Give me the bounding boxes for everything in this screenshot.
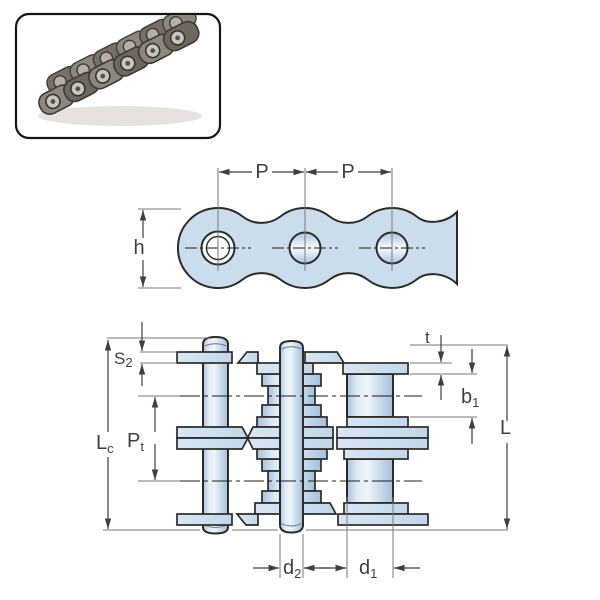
dimension-s2: S2 (114, 322, 146, 386)
pitch-label-2: P (341, 161, 354, 183)
pitch-dimension-2: P (306, 161, 391, 183)
extension-lines (107, 337, 508, 578)
dimension-b1: b1 (461, 349, 479, 444)
s2-label: S2 (114, 349, 133, 370)
chain-front-strand (38, 20, 200, 115)
d1-label: d1 (359, 557, 377, 581)
dimension-d1: d1 (321, 557, 420, 581)
dimension-pt: Pt (127, 397, 159, 480)
t-label: t (425, 328, 430, 347)
pt-label: Pt (127, 430, 144, 454)
lc-label: Lc (96, 432, 114, 456)
link-plates (176, 351, 429, 526)
pitch-dimension-1: P (219, 161, 304, 183)
b1-label: b1 (461, 386, 479, 410)
dimension-l: L (500, 346, 511, 529)
plate-height-dimension: h (133, 208, 181, 289)
center-pin (279, 339, 304, 534)
strand-centerlines (138, 395, 422, 482)
photo-shadow (38, 106, 202, 126)
dimension-d2: d2 (253, 557, 330, 581)
center-marks (185, 168, 425, 271)
pitch-label-1: P (255, 161, 268, 183)
dimension-t: t (425, 328, 445, 400)
dimension-lc: Lc (96, 340, 114, 529)
chain-photo-inset (14, 12, 222, 140)
side-view: P P h (133, 161, 458, 289)
plate-height-label: h (133, 237, 144, 259)
front-view: Lc S2 Pt t b1 L (96, 322, 511, 581)
duplex-roller-chain-photo (38, 15, 202, 126)
d2-label: d2 (283, 557, 301, 581)
l-label: L (500, 417, 511, 439)
